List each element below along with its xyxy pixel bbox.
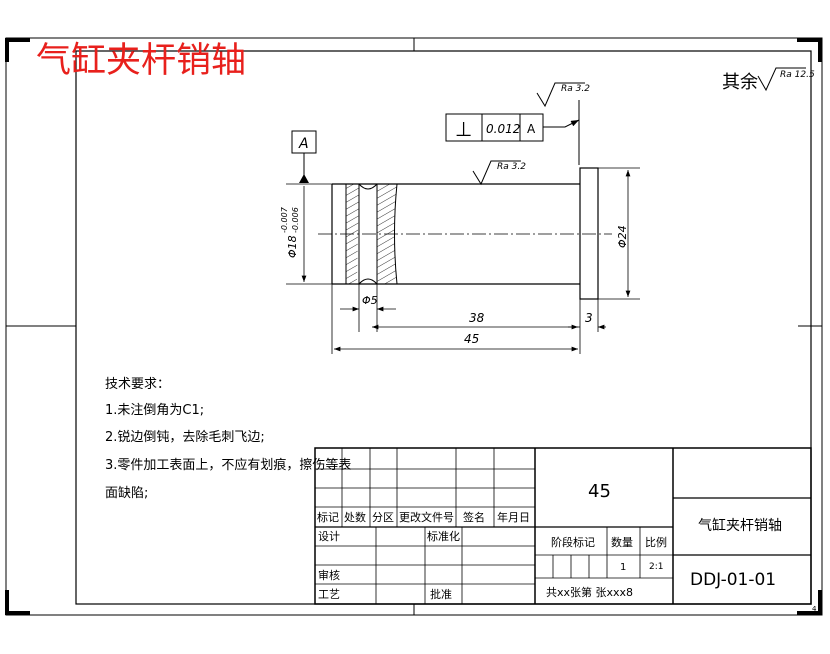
corner-marks — [5, 38, 822, 615]
roughness-symbol-icon — [757, 67, 806, 92]
label-standard: 标准化 — [427, 529, 460, 543]
dim-3: 3 — [585, 311, 593, 325]
datum-label: A — [298, 136, 309, 152]
tolerance-value: 0.012 — [486, 122, 520, 136]
label-review: 审核 — [318, 568, 340, 582]
material: 45 — [588, 481, 611, 502]
tech-req-item: 2.锐边倒钝，去除毛刺飞边; — [105, 430, 265, 445]
title-block — [314, 447, 812, 605]
part-name: 气缸夹杆销轴 — [698, 517, 782, 534]
header-change: 更改文件号 — [399, 510, 454, 524]
roughness-symbol-icon — [536, 82, 585, 108]
tech-req-item: 3.零件加工表面上，不应有划痕，擦伤等表 — [105, 457, 351, 473]
label-process: 工艺 — [318, 588, 340, 601]
dimension-phi18: Φ18 -0.007 -0.006 — [280, 183, 332, 285]
header-mark: 标记 — [317, 510, 339, 524]
surface-note-prefix: 其余 — [722, 72, 758, 93]
dim-38: 38 — [469, 311, 485, 325]
drawing-number: DDJ-01-01 — [690, 570, 776, 590]
drawing-title: 气缸夹杆销轴 — [36, 41, 246, 81]
dim-45: 45 — [464, 332, 479, 346]
label-approve: 批准 — [430, 587, 452, 601]
scale-value: 2:1 — [649, 562, 663, 572]
dimension-45: 45 — [334, 332, 578, 352]
roughness-2-label: Ra 3.2 — [497, 162, 526, 172]
part-view — [318, 167, 612, 300]
title-block-text: 45 气缸夹杆销轴 DDJ-01-01 标记 处数 分区 更改文件号 签名 年月… — [317, 481, 817, 613]
roughness-callout-1: Ra 3.2 — [536, 82, 590, 108]
sheet-count: 共xx张第 张xxx8 — [546, 585, 633, 599]
technical-requirements: 技术要求： 1.未注倒角为C1; 2.锐边倒钝，去除毛刺飞边; 3.零件加工表面… — [105, 377, 351, 501]
corner-mark: 4 — [812, 605, 817, 613]
label-stage: 阶段标记 — [551, 535, 595, 549]
dim-tol-lower: -0.006 — [291, 207, 300, 233]
tech-req-item: 面缺陷; — [105, 486, 148, 501]
qty-value: 1 — [620, 562, 626, 573]
dim-phi24: Φ24 — [616, 225, 629, 248]
roughness-callout-2: Ra 3.2 — [472, 160, 526, 186]
header-date: 年月日 — [497, 510, 530, 524]
header-zone: 分区 — [372, 511, 394, 524]
label-scale: 比例 — [645, 535, 667, 549]
centering-marks — [6, 38, 822, 615]
perpendicular-icon: ⊥ — [455, 117, 472, 141]
roughness-symbol-icon — [472, 160, 521, 186]
label-qty: 数量 — [611, 536, 633, 549]
surface-note: 其余 Ra 12.5 — [722, 67, 815, 93]
tolerance-frame: ⊥ 0.012 A — [445, 100, 580, 165]
dim-phi5: Φ5 — [362, 294, 378, 307]
dim-phi18: Φ18 — [286, 235, 299, 258]
dimension-38: 38 3 — [331, 284, 606, 354]
tech-req-item: 1.未注倒角为C1; — [105, 403, 204, 418]
tolerance-datum: A — [527, 122, 536, 136]
label-design: 设计 — [318, 530, 340, 543]
tech-req-heading: 技术要求： — [105, 377, 170, 392]
datum-box: A — [291, 130, 317, 183]
header-sign: 签名 — [463, 510, 485, 524]
header-count: 处数 — [344, 511, 366, 524]
dimension-phi5: Φ5 — [340, 284, 396, 332]
dimension-phi24: Φ24 — [598, 167, 640, 300]
roughness-1-label: Ra 3.2 — [561, 84, 590, 94]
surface-note-value: Ra 12.5 — [780, 70, 815, 80]
dim-tol-upper: -0.007 — [280, 206, 289, 233]
